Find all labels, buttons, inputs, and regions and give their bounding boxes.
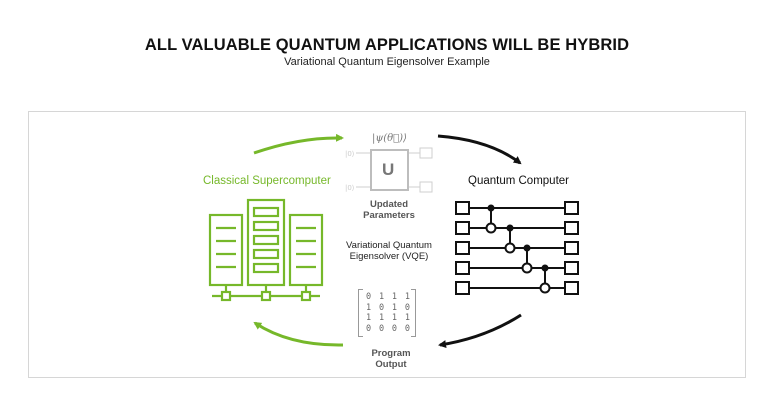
matrix-row: 0 0 0 0	[360, 324, 416, 335]
matrix-cell: 1	[391, 313, 398, 323]
arrow-classical-to-circuit	[253, 133, 344, 155]
arrow-output-to-classical	[253, 321, 344, 347]
matrix-bracket-left	[358, 289, 363, 337]
matrix-cell: 1	[391, 302, 398, 313]
program-output-label: Program Output	[346, 348, 436, 370]
matrix-cell: 1	[378, 313, 385, 323]
vqe-line1: Variational Quantum	[346, 240, 432, 251]
matrix-cell: 1	[404, 292, 410, 302]
matrix-cell: 0	[391, 323, 398, 334]
program-output-line1: Program	[371, 348, 411, 359]
unitary-circuit-icon: |0⟩ |0⟩	[345, 147, 433, 193]
matrix-row: 1 0 1 0	[360, 303, 416, 314]
matrix-cell: 0	[378, 323, 385, 334]
matrix-row: 0 1 1 1	[360, 292, 416, 303]
quantum-computer-label: Quantum Computer	[468, 175, 569, 187]
matrix-cell: 0	[366, 323, 372, 334]
matrix-cell: 0	[378, 302, 385, 313]
updated-parameters-label: Updated Parameters	[344, 199, 434, 221]
matrix-cell: 1	[366, 313, 372, 323]
page-subtitle: Variational Quantum Eigensolver Example	[284, 56, 490, 68]
supercomputer-icon	[208, 198, 324, 302]
svg-text:|0⟩: |0⟩	[345, 184, 355, 192]
updated-parameters-line2: Parameters	[363, 210, 415, 221]
matrix-cell: 1	[391, 292, 398, 302]
matrix-bracket-right	[411, 289, 416, 337]
matrix-cell: 0	[404, 302, 410, 313]
ket-state-label: |ψ(θ⃗)⟩	[372, 133, 407, 144]
arrow-circuit-to-quantum	[437, 134, 522, 165]
quantum-circuit-icon	[455, 201, 579, 295]
vqe-label: Variational Quantum Eigensolver (VQE)	[334, 240, 444, 262]
matrix-cell: 1	[366, 302, 372, 313]
svg-text:|0⟩: |0⟩	[345, 150, 355, 158]
matrix-cell: 0	[366, 292, 372, 302]
arrow-quantum-to-output	[438, 313, 522, 349]
page-title: ALL VALUABLE QUANTUM APPLICATIONS WILL B…	[144, 36, 630, 54]
unitary-box	[370, 149, 409, 191]
classical-supercomputer-label: Classical Supercomputer	[203, 175, 331, 187]
output-matrix: 0 1 1 1 1 0 1 0 1 1 1 1 0 0 0 0	[360, 292, 416, 334]
matrix-cell: 0	[404, 323, 410, 334]
program-output-line2: Output	[375, 359, 407, 370]
updated-parameters-line1: Updated	[370, 199, 408, 210]
matrix-cell: 1	[404, 313, 410, 323]
unitary-label: U	[382, 160, 395, 179]
matrix-row: 1 1 1 1	[360, 313, 416, 324]
vqe-line2: Eigensolver (VQE)	[349, 251, 429, 262]
matrix-cell: 1	[378, 292, 385, 302]
